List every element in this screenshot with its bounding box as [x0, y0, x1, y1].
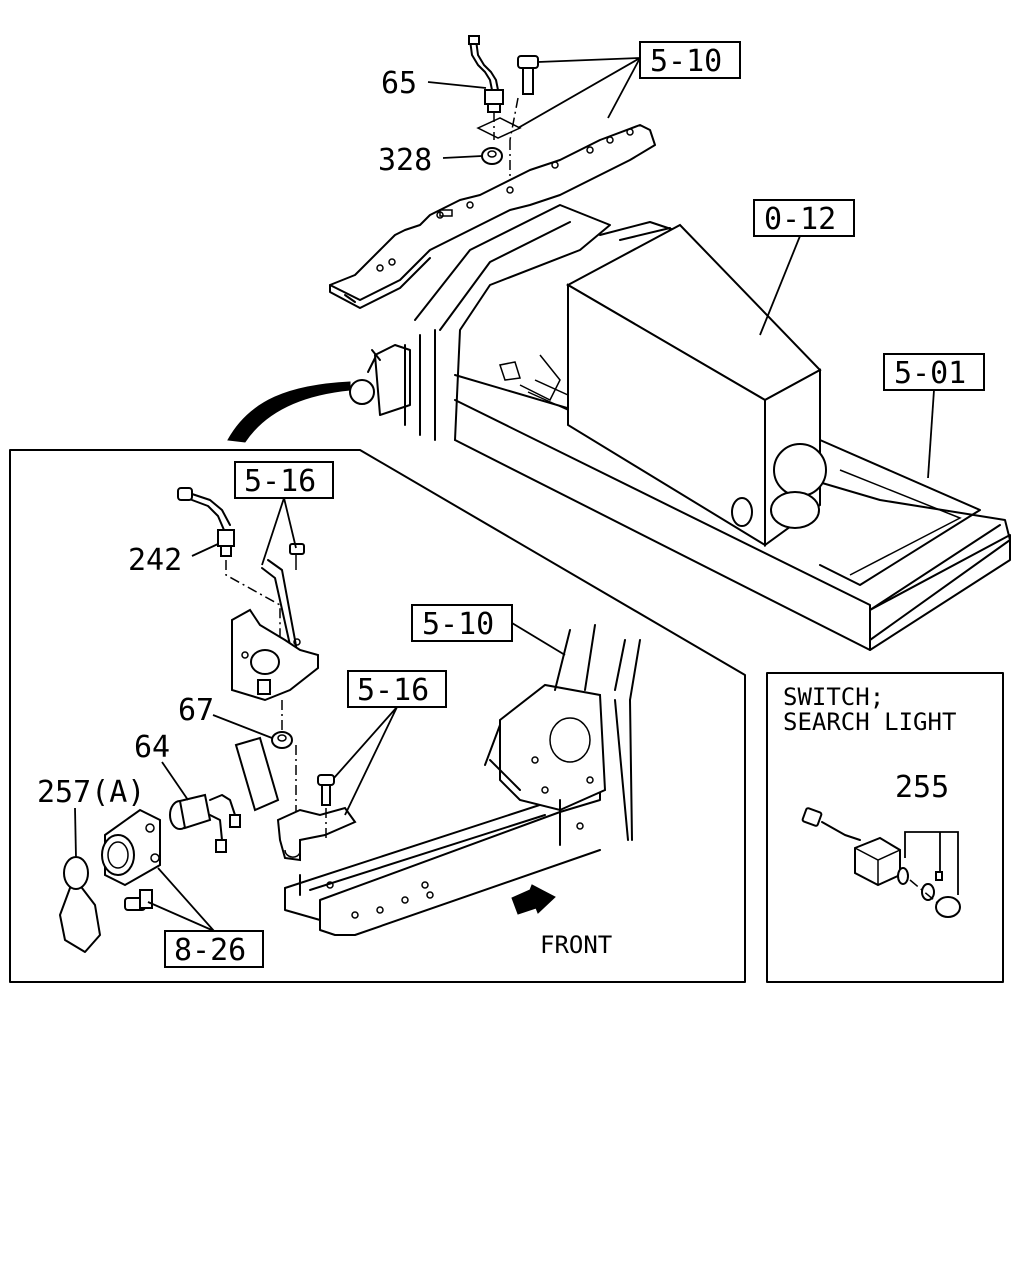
- switch-64: [169, 793, 241, 853]
- bolt-top: [476, 55, 539, 141]
- front-label: FRONT: [540, 931, 612, 959]
- battery-0-12: [499, 223, 827, 547]
- inset-title-line2: SEARCH LIGHT: [783, 708, 956, 736]
- inset-title-line1: SWITCH;: [783, 683, 884, 711]
- label-65: 65: [381, 66, 417, 101]
- search-light-mount-top: [349, 344, 411, 416]
- switch-255: [801, 807, 961, 918]
- leader-242: [191, 543, 219, 557]
- leader-5-10-detail: [511, 622, 566, 656]
- leader-0-12: [759, 235, 801, 336]
- ref-5-10-top: 5-10: [650, 44, 722, 79]
- leader-5-16-upper: [261, 497, 297, 566]
- leader-5-01: [927, 389, 935, 479]
- ref-8-26-box: [164, 930, 264, 968]
- label-257a: 257(A): [37, 775, 145, 810]
- label-64: 64: [134, 730, 170, 765]
- leader-257a: [74, 807, 77, 859]
- ref-0-12-box: [753, 199, 855, 237]
- leader-255: [904, 831, 959, 895]
- label-242: 242: [128, 543, 182, 578]
- ref-5-10-top-box: [639, 41, 741, 79]
- ref-8-26: 8-26: [174, 933, 246, 968]
- nut-67: [271, 731, 293, 749]
- leader-8-26: [147, 867, 215, 932]
- leader-67: [212, 714, 273, 739]
- sensor-242: [177, 487, 281, 645]
- vehicle-frame: [404, 204, 1011, 651]
- ref-5-16-upper-box: [234, 461, 334, 499]
- ref-0-12: 0-12: [764, 202, 836, 237]
- socket-257a: [59, 808, 161, 953]
- ref-5-16-lower: 5-16: [357, 673, 429, 708]
- label-67: 67: [178, 693, 214, 728]
- leader-65: [427, 81, 487, 89]
- bracket-242: [231, 543, 319, 735]
- front-arrow: [511, 884, 556, 915]
- ref-5-10-detail: 5-10: [422, 607, 494, 642]
- leader-64: [161, 761, 189, 801]
- label-328: 328: [378, 143, 432, 178]
- ref-5-16-upper: 5-16: [244, 464, 316, 499]
- sensor-65: [468, 35, 504, 140]
- mount-bracket-lower: [234, 736, 357, 862]
- inset-switch-search-light: [766, 672, 1004, 983]
- leader-5-16-lower: [333, 706, 398, 816]
- nut-328: [481, 140, 511, 180]
- ref-5-10-detail-box: [411, 604, 513, 642]
- detail-panel-outline: [9, 449, 746, 983]
- ref-5-01-box: [883, 353, 985, 391]
- detail-pointer-arrow: [227, 381, 351, 443]
- leader-5-10-top: [517, 57, 641, 129]
- frame-rail-top: [329, 124, 656, 309]
- detail-frame-rail: [284, 624, 641, 936]
- ref-5-01: 5-01: [894, 356, 966, 391]
- leader-328: [442, 155, 483, 159]
- label-255: 255: [895, 770, 949, 805]
